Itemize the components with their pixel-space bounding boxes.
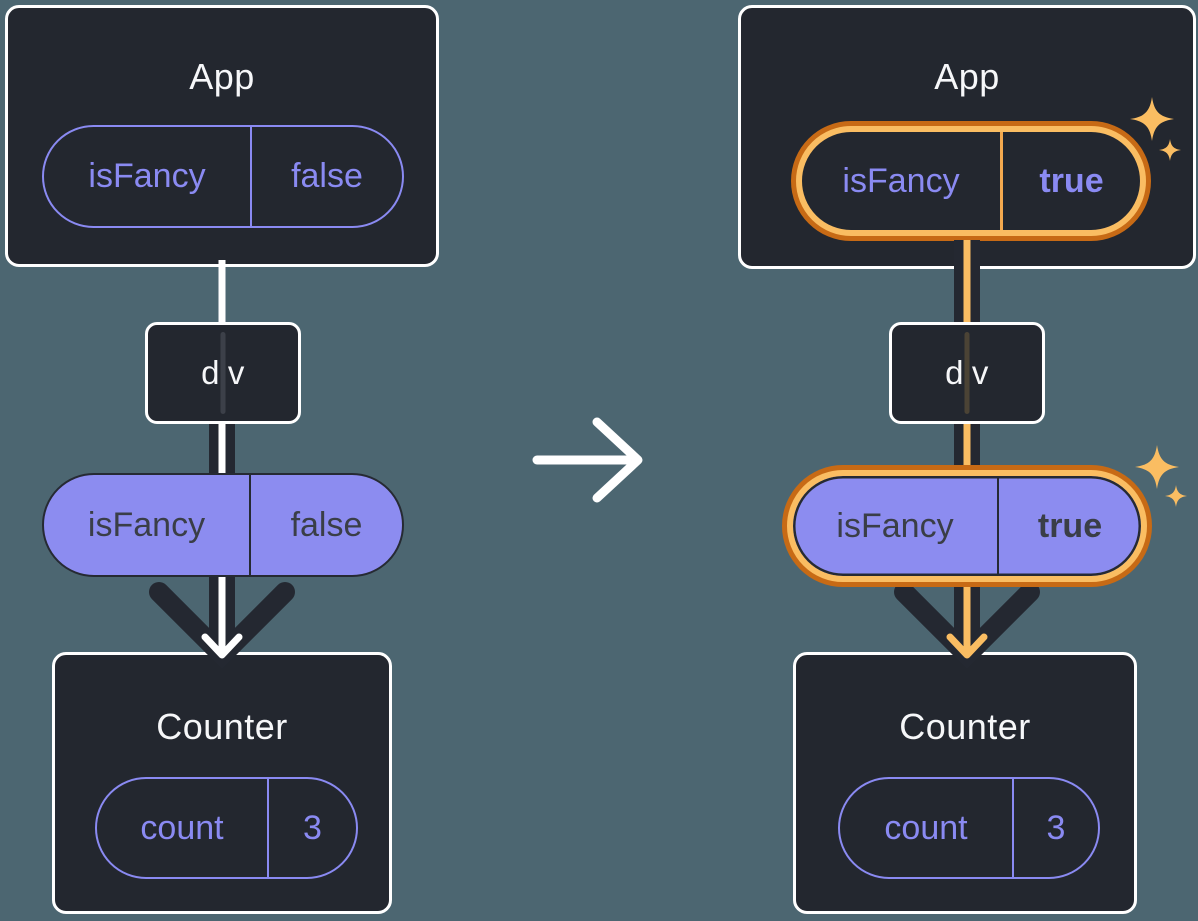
- state-value: 3: [1012, 779, 1098, 877]
- div-element-box-before: div: [145, 322, 301, 424]
- app-component-box-after: App isFancy true: [738, 5, 1196, 269]
- prop-value: true: [1000, 132, 1140, 230]
- flow-arrowhead-icon-after: [946, 633, 988, 659]
- state-name: count: [884, 808, 968, 847]
- sparkle-icon: [1165, 485, 1187, 507]
- div-element-box-after: div: [889, 322, 1045, 424]
- sparkle-icon: [1159, 139, 1181, 161]
- counter-title: Counter: [899, 706, 1031, 747]
- app-component-box-before: App isFancy false: [5, 5, 439, 267]
- prop-pill: isFancy false: [42, 125, 404, 228]
- counter-title: Counter: [156, 706, 288, 747]
- flow-arrowhead-icon-before: [201, 633, 243, 659]
- state-value: 3: [267, 779, 356, 877]
- prop-name: isFancy: [87, 505, 206, 544]
- prop-flow-line-before-upper: [218, 260, 226, 326]
- sparkle-icon: [1130, 97, 1174, 141]
- counter-component-box-before: Counter count 3: [52, 652, 392, 914]
- prop-name: isFancy: [842, 161, 960, 200]
- passed-prop-pill-after-highlighted: isFancy true: [787, 470, 1147, 582]
- prop-value: false: [250, 127, 402, 226]
- prop-value: false: [249, 475, 402, 575]
- state-name: count: [140, 808, 224, 847]
- passed-prop-pill-before: isFancy false: [42, 473, 404, 577]
- app-title: App: [189, 56, 255, 97]
- pass-through-line: [964, 332, 970, 414]
- pass-through-line: [220, 332, 226, 414]
- counter-component-box-after: Counter count 3: [793, 652, 1137, 914]
- transition-arrow-icon: [532, 417, 643, 503]
- sparkle-icon: [1135, 445, 1179, 489]
- state-pill: count 3: [95, 777, 358, 879]
- prop-pill-highlighted: isFancy true: [796, 126, 1146, 236]
- state-pill: count 3: [838, 777, 1100, 879]
- app-title: App: [934, 56, 1000, 97]
- prop-name: isFancy: [836, 506, 954, 545]
- prop-name: isFancy: [88, 157, 206, 195]
- prop-value: true: [997, 476, 1141, 576]
